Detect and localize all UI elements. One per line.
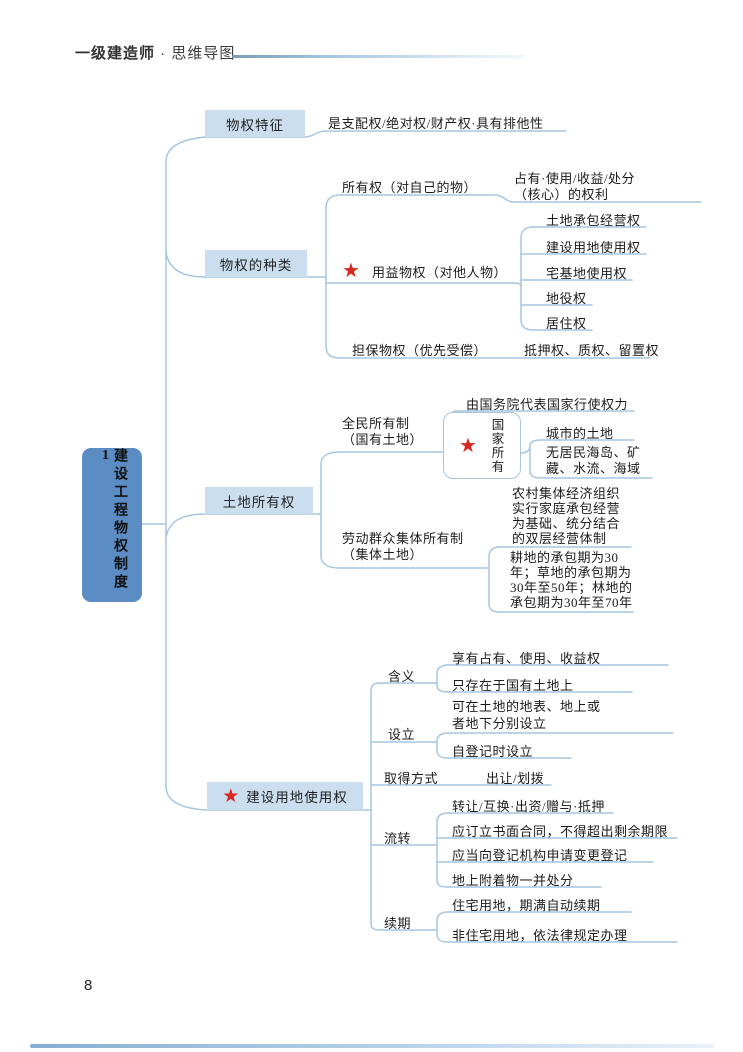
node-danbao-wuquan: 担保物权（优先受偿） [352,343,488,358]
node-haidao: 无居民海岛、矿 藏、水流、海域 [546,445,641,476]
node-quanmin: 全民所有制 （国有土地） [342,416,424,447]
node-liuzhuan: 流转 [384,831,412,846]
header-divider-line [232,55,524,58]
brand-dot: · [155,45,172,62]
node-jianshe-yongdi-shiyong: 建设用地使用权 [546,240,641,255]
star-icon: ★ [222,784,241,807]
node-suoyouquan: 所有权（对自己的物） [342,180,478,195]
node-jiti: 劳动群众集体所有制 （集体土地） [342,531,464,562]
node-nongcun-jiti: 农村集体经济组织 实行家庭承包经营 为基础、统分结合 的双层经营体制 [512,486,621,546]
node-label: 物权的种类 [219,257,293,273]
node-tudi-chengbao: 土地承包经营权 [546,213,641,228]
brand-rest: 思维导图 [171,45,236,62]
footer-divider-line [30,1044,714,1048]
node-liuzhuan-item2: 应订立书面合同，不得超出剩余期限 [452,824,669,839]
node-xuqi-item2: 非住宅用地，依法律规定办理 [452,928,628,943]
node-liuzhuan-item4: 地上附着物一并处分 [452,873,574,888]
node-liuzhuan-item1: 转让/互换·出资/赠与·抵押 [452,799,605,814]
node-qude-fangshi: 取得方式 [384,771,439,786]
page-number: 8 [84,977,93,994]
brand-bold: 一级建造师 [75,45,156,62]
node-zhaijidi: 宅基地使用权 [546,266,628,281]
node-label: 建设用地使用权 [246,790,348,805]
root-node: 建设工程物权制度1 [82,448,142,602]
node-guojia-suoyou: ★ 国家所有 [443,412,521,479]
node-qude-item1: 出让/划拨 [486,771,545,786]
node-diyiquan: 地役权 [546,291,587,306]
node-danbao-desc: 抵押权、质权、留置权 [524,343,660,358]
node-tezheng-desc: 是支配权/绝对权/财产权·具有排他性 [328,116,544,131]
node-liuzhuan-item3: 应当向登记机构申请变更登记 [452,848,628,863]
node-chengshi-tudi: 城市的土地 [546,426,614,441]
node-jianshe-yongdi: ★ 建设用地使用权 [207,782,363,810]
node-suoyouquan-desc: 占有·使用/收益/处分 （核心）的权利 [514,171,636,202]
star-icon: ★ [342,258,360,282]
node-hanyi-item2: 只存在于国有土地上 [452,678,574,693]
node-wuquan-zhonglei: 物权的种类 [205,250,307,277]
root-node-label: 建设工程物权制度1 [98,448,127,592]
node-label: 物权特征 [226,117,284,133]
node-wuquan-tezheng: 物权特征 [205,110,305,137]
node-label: 国家所有 [489,418,504,474]
node-guowuyuan: 由国务院代表国家行使权力 [466,397,629,412]
node-hanyi: 含义 [388,669,416,684]
node-yongyi-wuquan: 用益物权（对他人物） [372,265,508,280]
node-tudi-suoyouquan: 土地所有权 [205,487,313,514]
node-xuqi: 续期 [384,916,412,931]
star-icon: ★ [459,433,477,457]
node-sheli-item2: 自登记时设立 [452,744,534,759]
node-label: 土地所有权 [222,494,296,510]
node-sheli: 设立 [388,727,416,742]
page-header-title: 一级建造师 · 思维导图 [75,42,235,63]
node-chengbaoqi: 耕地的承包期为30 年；草地的承包期为 30年至50年；林地的 承包期为30年至… [510,550,633,610]
node-juzhuquan: 居住权 [546,316,587,331]
node-xuqi-item1: 住宅用地，期满自动续期 [452,898,601,913]
node-sheli-item1: 可在土地的地表、地上或 者地下分别设立 [452,699,601,731]
node-hanyi-item1: 享有占有、使用、收益权 [452,651,601,666]
